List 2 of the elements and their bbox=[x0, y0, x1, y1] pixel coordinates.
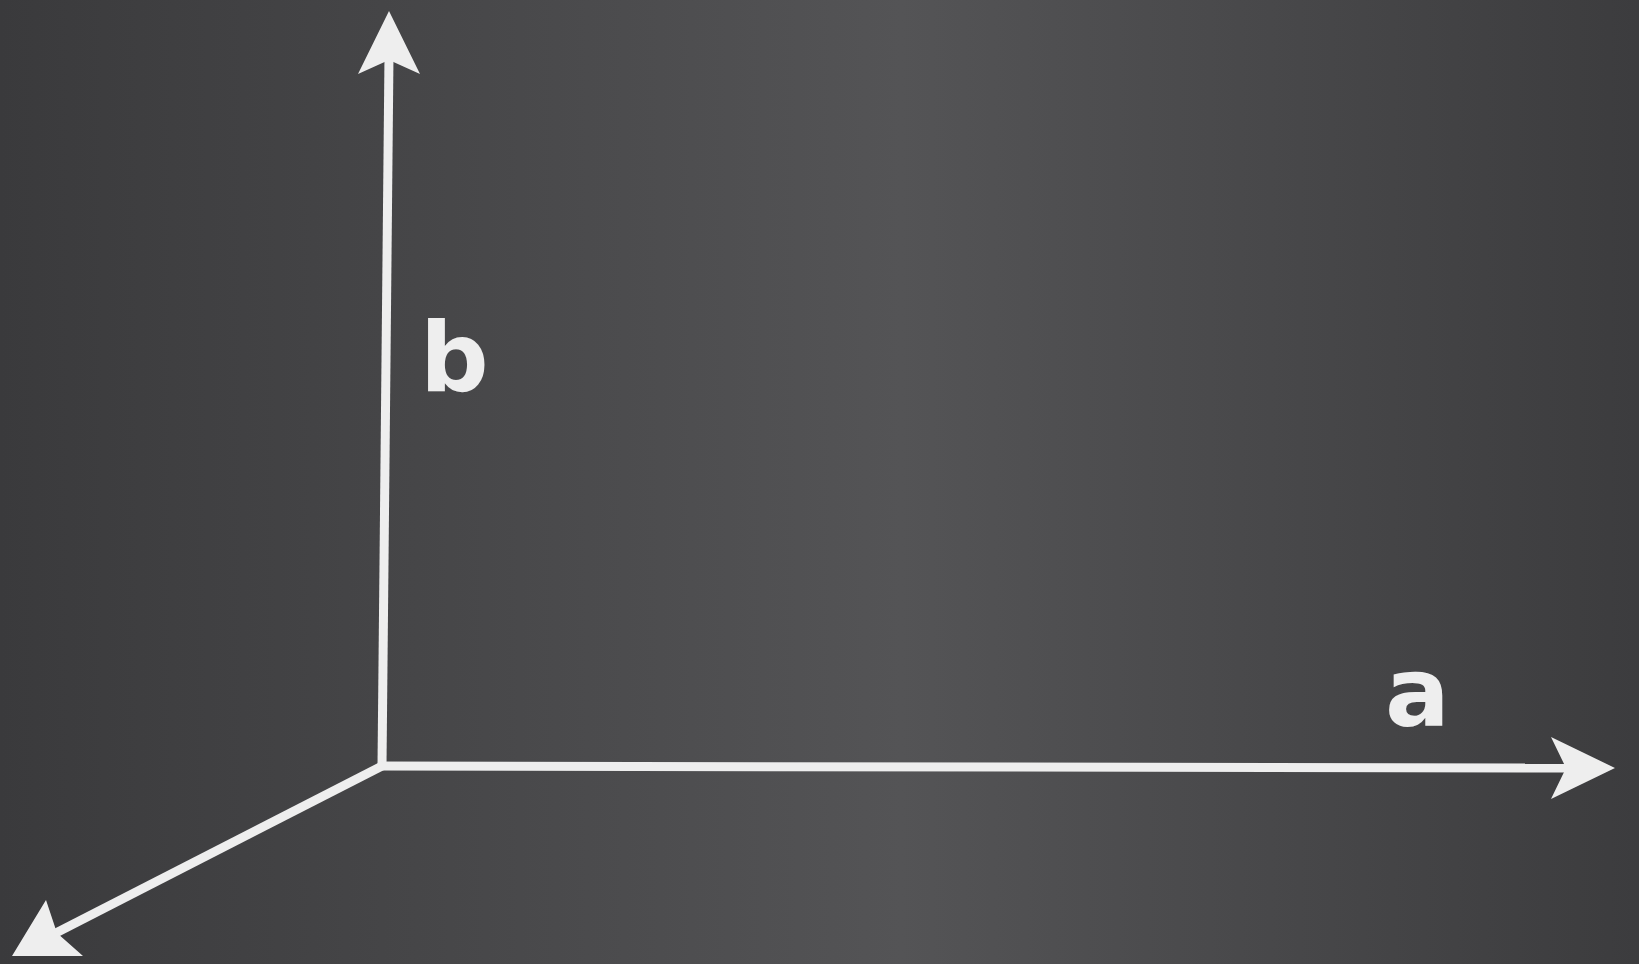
axis-label: b bbox=[420, 310, 489, 406]
axis-label: a bbox=[1385, 645, 1450, 741]
